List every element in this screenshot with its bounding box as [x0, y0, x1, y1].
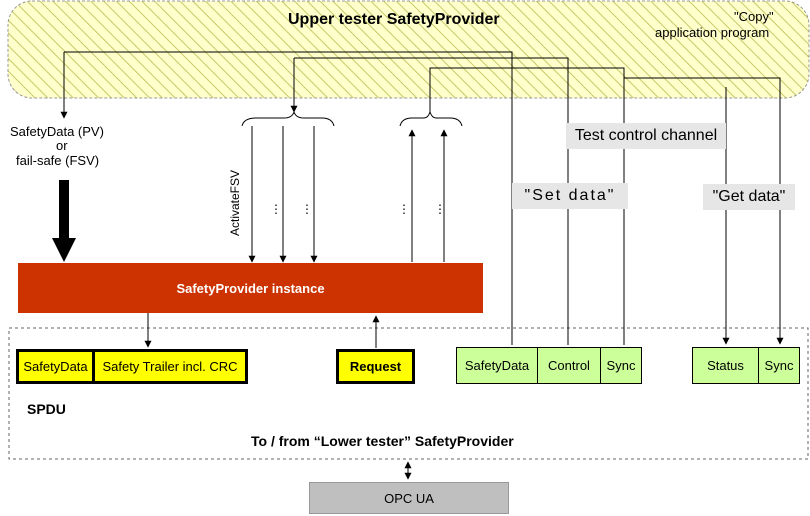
copy-sublabel: application program — [655, 25, 770, 40]
upper-tester-area — [7, 0, 810, 99]
opc-ua-box: OPC UA — [309, 482, 509, 514]
copy-label: "Copy" — [734, 9, 774, 24]
set-sync-box: Sync — [600, 347, 642, 384]
right-brace — [399, 110, 463, 127]
dots-right-1: ⋮ — [398, 202, 410, 216]
activatefsv-label: ActivateFSV — [228, 169, 243, 237]
activatefsv-line — [294, 57, 569, 345]
set-data-label: "Set data" — [512, 183, 628, 209]
set-control-box: Control — [537, 347, 601, 384]
safetyprovider-instance: SafetyProvider instance — [18, 263, 483, 313]
left-brace — [241, 110, 335, 127]
lower-tester-area — [8, 327, 809, 460]
spdu-safetydata-box: SafetyData — [16, 349, 95, 384]
get-sync-box: Sync — [758, 347, 800, 384]
dots-left-1: ⋮ — [270, 202, 282, 216]
set-safetydata-box: SafetyData — [456, 347, 538, 384]
lower-tester-label: To / from “Lower tester” SafetyProvider — [251, 433, 514, 449]
test-control-channel-label: Test control channel — [566, 123, 726, 149]
dots-right-2: ⋮ — [434, 202, 446, 216]
dots-left-2: ⋮ — [301, 202, 313, 216]
upper-tester-title: Upper tester SafetyProvider — [288, 11, 500, 28]
spdu-trailer-box: Safety Trailer incl. CRC — [92, 349, 248, 384]
get-data-label: "Get data" — [703, 184, 795, 210]
request-box: Request — [336, 349, 415, 384]
get-status-box: Status — [692, 347, 759, 384]
or-label: or — [56, 138, 68, 153]
fail-safe-label: fail-safe (FSV) — [16, 153, 100, 168]
get-sync-line — [624, 77, 784, 345]
spdu-label: SPDU — [27, 401, 66, 417]
safetydata-pv-label: SafetyData (PV) — [10, 124, 104, 139]
